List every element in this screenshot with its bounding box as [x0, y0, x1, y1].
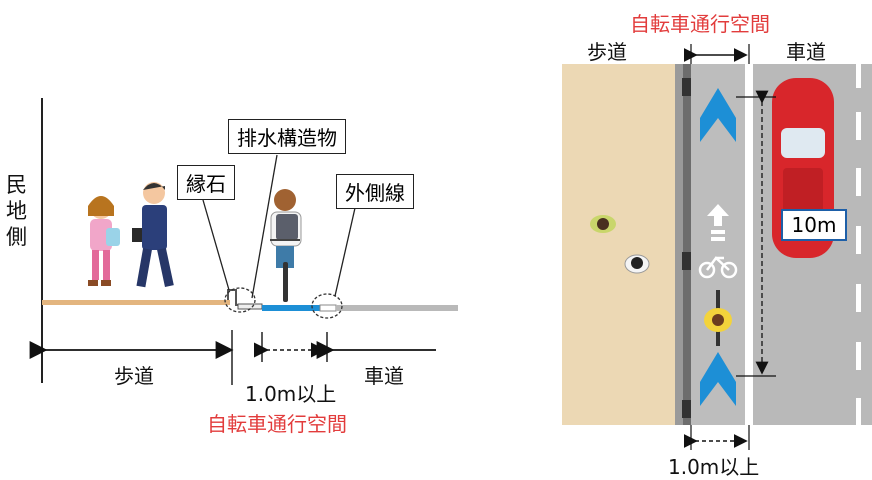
cross-section	[29, 98, 458, 385]
plan-drainage-grates	[682, 78, 692, 418]
drainage-callout: 排水構造物	[228, 119, 346, 154]
sidewalk-surface	[42, 300, 230, 305]
pedestrian-girl-illustration	[88, 196, 120, 286]
outer-line-leader-line	[334, 207, 356, 297]
roadway-surface	[336, 305, 458, 311]
bike-lane-surface	[262, 305, 320, 311]
plan-spacing-callout: 10m	[781, 209, 847, 241]
plan-pedestrian-2	[624, 254, 650, 274]
plan-view	[562, 44, 872, 450]
outer-line-marking	[319, 304, 337, 312]
plan-cyclist-illustration	[704, 290, 732, 346]
pedestrian-man-illustration	[132, 182, 174, 288]
drainage-leader-line	[251, 154, 278, 299]
plan-roadway-label: 車道	[786, 40, 826, 64]
section-width-label: 1.0m以上	[245, 382, 337, 406]
section-bike-space-label: 自転車通行空間	[207, 412, 347, 436]
plan-arrow-marking-bottom	[700, 352, 736, 406]
plan-arrow-marking-top	[700, 88, 736, 142]
curb-callout: 縁石	[177, 165, 235, 200]
plan-center-dashes	[856, 64, 861, 425]
outer-line-callout: 外側線	[336, 174, 414, 209]
plan-drainage-strip	[683, 64, 691, 425]
section-sidewalk-label: 歩道	[114, 364, 154, 388]
plan-pedestrian-1	[590, 215, 616, 233]
plan-width-label: 1.0m以上	[668, 455, 760, 479]
outer-line-highlight-circle	[311, 293, 343, 319]
curb-highlight-circle	[224, 287, 256, 313]
curb-shape	[227, 289, 262, 306]
cyclist-back-illustration	[270, 189, 302, 302]
curb-leader-line	[202, 199, 230, 291]
section-roadway-label: 車道	[364, 364, 404, 388]
plan-sidewalk-area	[562, 64, 675, 425]
plan-bicycle-pictogram	[698, 204, 738, 279]
plan-outer-line	[745, 64, 753, 425]
plan-curb	[675, 64, 683, 425]
plan-sidewalk-label: 歩道	[587, 40, 627, 64]
plan-bike-space-title: 自転車通行空間	[630, 12, 770, 36]
property-side-label: 民地側	[6, 173, 27, 249]
